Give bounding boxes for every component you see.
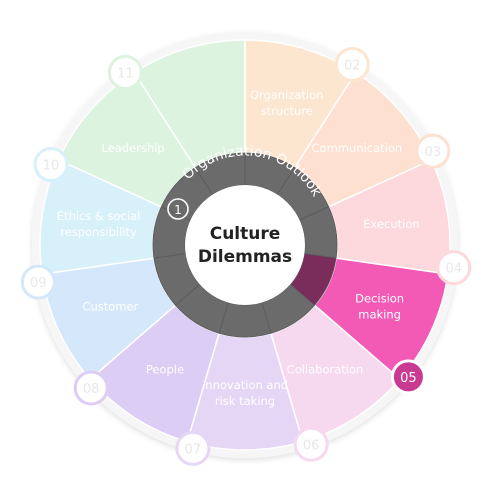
segment-09-label: Customer — [82, 299, 138, 313]
segment-03-label: Communication — [312, 141, 403, 155]
segment-02-label: structure — [261, 104, 313, 118]
segment-11-number-badge — [107, 54, 143, 90]
segment-07-label: risk taking — [215, 394, 275, 408]
segment-09-number: 09 — [30, 276, 47, 291]
segment-05-label: making — [358, 307, 401, 321]
segment-10-label: Ethics & social — [57, 209, 141, 223]
segment-02-number: 02 — [344, 58, 361, 73]
segment-07-number-badge — [175, 430, 211, 466]
segment-02-number-badge — [334, 46, 370, 82]
ring-badge — [167, 198, 189, 220]
numbers-layer: 02 03 04 05 06 07 08 09 10 11 — [20, 46, 472, 466]
segment-10-label: responsibility — [60, 225, 137, 239]
ring-badge-number: 1 — [174, 203, 182, 217]
segment-06-number: 06 — [303, 438, 320, 453]
center-disc — [185, 185, 305, 305]
segment-08-label: People — [146, 363, 184, 377]
segment-07-number: 07 — [185, 442, 202, 457]
center-title-line1: Culture — [210, 224, 281, 244]
segment-08-number-badge — [73, 370, 109, 406]
segment-04-number-badge — [436, 250, 472, 286]
segment-05-label: Decision — [355, 291, 404, 305]
segment-08-number: 08 — [83, 382, 100, 397]
segment-06-number-badge — [293, 426, 329, 462]
center-title-line2: Dilemmas — [198, 247, 292, 267]
segment-11-number: 11 — [117, 66, 134, 81]
segment-02-label: Organization — [250, 88, 324, 102]
segment-10-number-badge — [33, 146, 69, 182]
segment-04-label: Execution — [363, 217, 419, 231]
segment-03-number: 03 — [425, 145, 442, 160]
outlook-ring — [152, 152, 338, 338]
segment-05-number-badge — [390, 359, 426, 395]
segment-03-number-badge — [415, 133, 451, 169]
segment-11-label: Leadership — [102, 141, 165, 155]
segment-05-number: 05 — [400, 371, 417, 386]
segment-09-number-badge — [20, 264, 56, 300]
segments-layer: Organization structureCommunicationExecut… — [39, 39, 451, 451]
segment-07-label: Innovation and — [202, 378, 288, 392]
segment-06-label: Collaboration — [287, 363, 364, 377]
segment-04-number: 04 — [446, 262, 463, 277]
segment-10-number: 10 — [43, 158, 60, 173]
